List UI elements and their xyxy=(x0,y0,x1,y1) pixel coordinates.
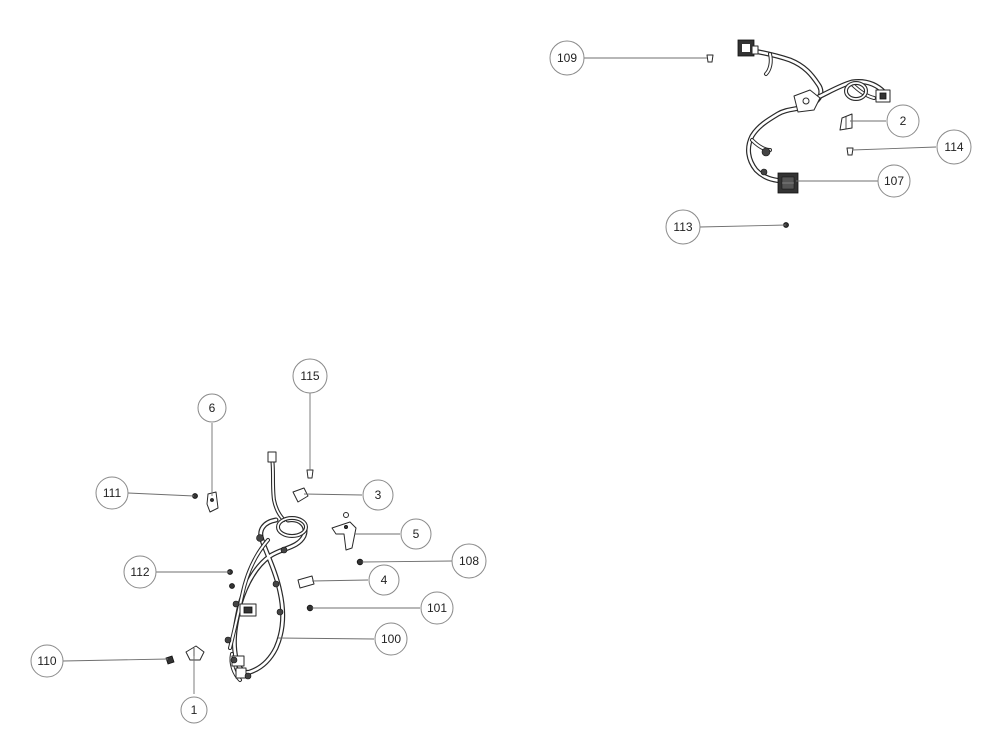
leader-line-100 xyxy=(277,637,375,640)
bracket-part-4 xyxy=(297,575,315,589)
lower-harness-clip xyxy=(232,600,240,608)
upper-harness-clip xyxy=(761,147,771,157)
fastener-part-109 xyxy=(706,54,714,63)
lower-harness-clip xyxy=(280,546,288,554)
fastener-part-115 xyxy=(306,469,314,479)
callout-label: 114 xyxy=(944,140,963,154)
callout-101: 101 xyxy=(420,591,454,625)
callout-label: 6 xyxy=(209,401,216,415)
lower-harness-connector-mid xyxy=(239,603,257,617)
callout-label: 109 xyxy=(557,51,577,65)
callout-label: 115 xyxy=(300,369,319,383)
callout-115: 115 xyxy=(292,358,328,394)
callout-label: 111 xyxy=(103,486,122,500)
bracket-part-6 xyxy=(206,491,219,513)
callout-label: 107 xyxy=(884,174,904,188)
fastener-part-114 xyxy=(846,147,854,156)
callout-label: 5 xyxy=(413,527,420,541)
bracket-part-3 xyxy=(292,487,309,503)
callout-label: 101 xyxy=(427,601,447,615)
callout-label: 2 xyxy=(900,114,907,128)
lower-harness-clip xyxy=(224,636,232,644)
callout-label: 110 xyxy=(37,654,56,668)
callout-112: 112 xyxy=(123,555,157,589)
leader-line-114 xyxy=(851,146,937,151)
lower-harness-clip xyxy=(256,534,264,542)
upper-wiring-harness xyxy=(745,47,887,184)
fastener-part-101 xyxy=(306,604,314,612)
callout-label: 113 xyxy=(673,220,692,234)
lower-harness-clip xyxy=(230,656,238,664)
callout-114: 114 xyxy=(936,129,972,165)
callout-6: 6 xyxy=(197,393,227,423)
callout-2: 2 xyxy=(886,104,920,138)
lower-harness-clip xyxy=(276,608,284,616)
callout-113: 113 xyxy=(665,209,701,245)
fastener-part-108 xyxy=(343,512,364,566)
callout-3: 3 xyxy=(362,479,394,511)
callout-110: 110 xyxy=(30,644,64,678)
leader-line-3 xyxy=(303,493,363,496)
callout-109: 109 xyxy=(549,40,585,76)
callout-label: 4 xyxy=(381,573,388,587)
callout-label: 3 xyxy=(375,488,382,502)
leader-line-111 xyxy=(127,492,195,497)
callout-label: 112 xyxy=(130,565,149,579)
bracket-part-5 xyxy=(331,521,357,551)
lower-harness-connector-top xyxy=(267,451,277,463)
callout-107: 107 xyxy=(877,164,911,198)
callout-label: 100 xyxy=(381,632,401,646)
callout-5: 5 xyxy=(400,518,432,550)
callout-label: 1 xyxy=(191,703,198,717)
leader-lines xyxy=(62,57,937,694)
upper-harness-connector-107 xyxy=(777,172,799,194)
bracket-part-2 xyxy=(839,113,853,131)
callout-108: 108 xyxy=(451,543,487,579)
upper-harness-clip xyxy=(760,168,768,176)
callout-4: 4 xyxy=(368,564,400,596)
lower-harness-clip xyxy=(272,580,280,588)
leader-line-110 xyxy=(62,658,169,662)
fastener-part-110 xyxy=(165,655,175,665)
upper-harness-connector-top xyxy=(737,39,759,57)
callout-111: 111 xyxy=(95,476,129,510)
upper-harness-connector-right xyxy=(875,89,891,103)
lower-harness-clip xyxy=(244,672,252,680)
lower-harness-assembly xyxy=(165,451,364,682)
upper-harness-assembly xyxy=(706,39,891,228)
leader-line-4 xyxy=(311,579,369,582)
callout-label: 108 xyxy=(459,554,479,568)
callout-1: 1 xyxy=(180,696,208,724)
upper-harness-junction-block xyxy=(793,89,821,113)
bracket-part-1 xyxy=(185,645,205,661)
leader-line-108 xyxy=(361,560,453,563)
leader-line-113 xyxy=(699,224,787,228)
callout-100: 100 xyxy=(374,622,408,656)
